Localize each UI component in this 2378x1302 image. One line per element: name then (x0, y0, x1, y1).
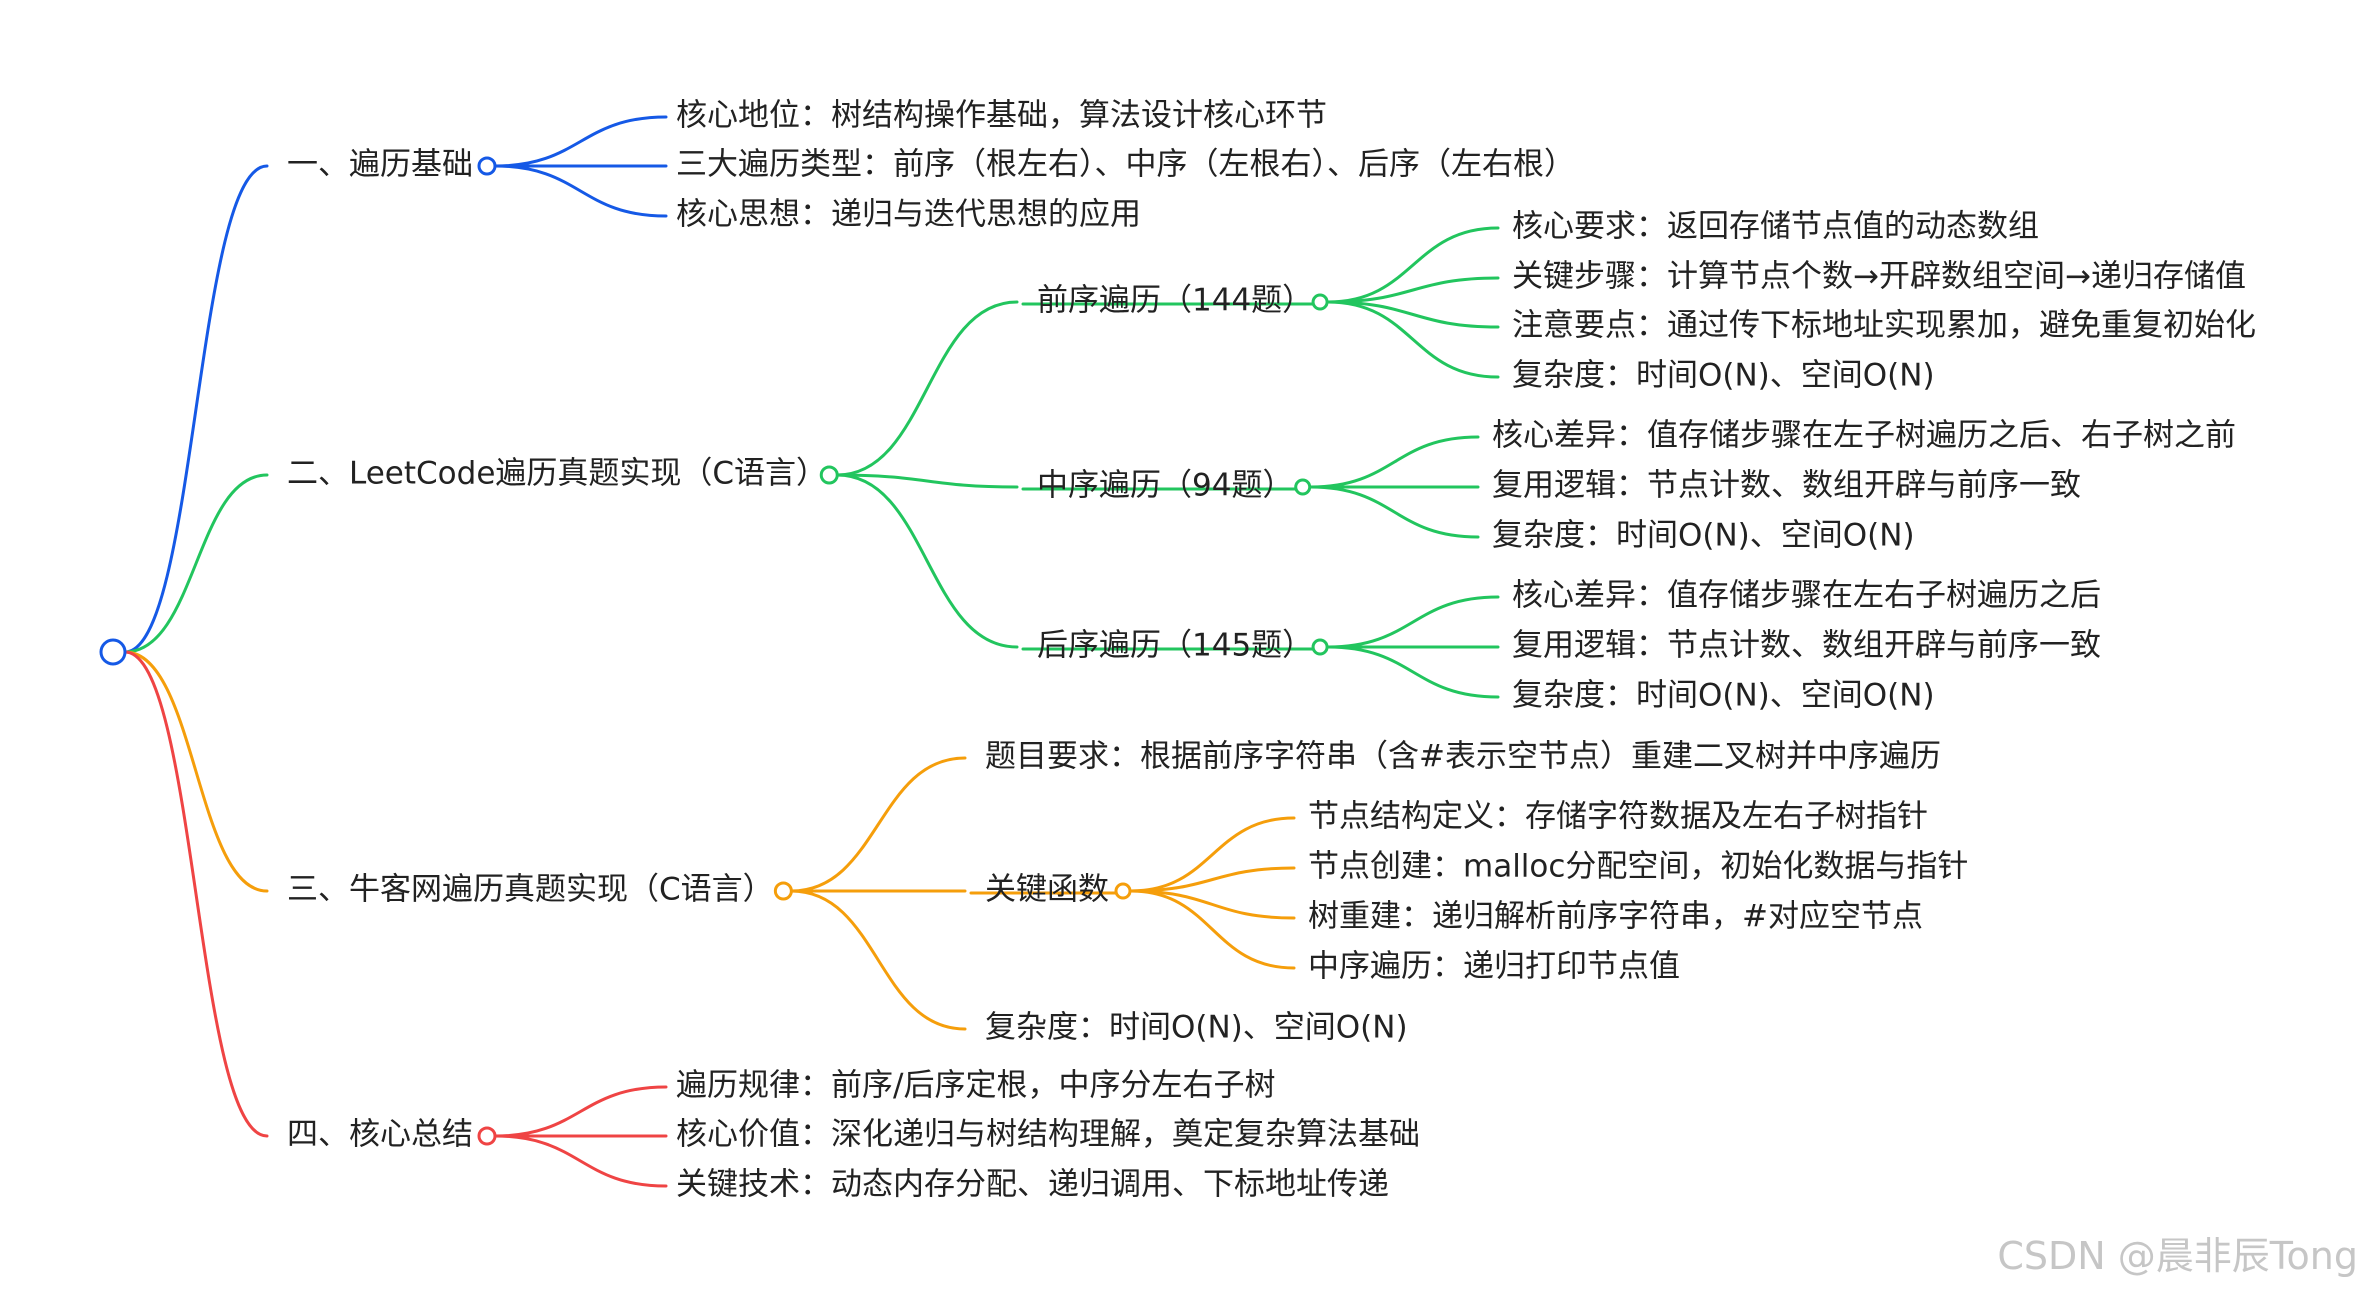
branch-2-sub-1-leaf-2: 关键步骤：计算节点个数→开辟数组空间→递归存储值 (1512, 259, 2246, 295)
branch-3-sub-2-leaf-3: 树重建：递归解析前序字符串，#对应空节点 (1308, 899, 1923, 935)
branch-4-node[interactable] (477, 1126, 497, 1146)
branch-2-label: 二、LeetCode遍历真题实现（C语言） (287, 456, 827, 492)
edge-root-branch-2 (123, 473, 269, 654)
edge-branch-2-sub-1-leaf-4 (1326, 300, 1500, 379)
branch-1-leaf-1: 核心地位：树结构操作基础，算法设计核心环节 (676, 98, 1327, 134)
branch-3-sub-3-label: 复杂度：时间O(N)、空间O(N) (985, 1010, 1408, 1046)
edge-root-branch-1 (123, 164, 269, 654)
branch-2-sub-1-leaf-3: 注意要点：通过传下标地址实现累加，避免重复初始化 (1512, 308, 2256, 344)
edge-branch-3-sub-2-leaf-1 (1129, 816, 1296, 893)
branch-2-sub-1-node[interactable] (1311, 293, 1329, 311)
branch-2-sub-3-leaf-1: 核心差异：值存储步骤在左右子树遍历之后 (1512, 578, 2101, 614)
edge-branch-2-sub-2 (835, 473, 1019, 489)
edge-branch-2-sub-3-leaf-3 (1326, 645, 1500, 699)
branch-2-sub-2-leaf-3: 复杂度：时间O(N)、空间O(N) (1492, 518, 1915, 554)
edge-branch-2-sub-1 (835, 300, 1019, 477)
branch-2-sub-3-leaf-2: 复用逻辑：节点计数、数组开辟与前序一致 (1512, 628, 2101, 664)
branch-3-sub-2-leaf-2: 节点创建：malloc分配空间，初始化数据与指针 (1308, 849, 1968, 885)
branch-4-leaf-3: 关键技术：动态内存分配、递归调用、下标地址传递 (676, 1167, 1389, 1203)
edge-branch-2-sub-3-leaf-1 (1326, 595, 1500, 649)
branch-4-label: 四、核心总结 (287, 1117, 473, 1153)
mindmap-circles (99, 156, 1329, 1146)
branch-2-sub-3-node[interactable] (1311, 638, 1329, 656)
branch-3-sub-1-label: 题目要求：根据前序字符串（含#表示空节点）重建二叉树并中序遍历 (985, 739, 1941, 775)
edge-branch-2-sub-2-leaf-3 (1309, 485, 1480, 539)
edge-branch-3-sub-2-leaf-4 (1129, 889, 1296, 970)
edge-branch-3-sub-1 (789, 756, 967, 893)
branch-3-label: 三、牛客网遍历真题实现（C语言） (287, 872, 774, 908)
edge-branch-2-sub-1-leaf-1 (1326, 226, 1500, 304)
edge-branch-1-leaf-3 (493, 164, 668, 218)
edge-branch-2-sub-3 (835, 473, 1019, 649)
branch-2-sub-1-leaf-4: 复杂度：时间O(N)、空间O(N) (1512, 358, 1935, 394)
branch-3-sub-2-leaf-1: 节点结构定义：存储字符数据及左右子树指针 (1308, 799, 1928, 835)
edge-branch-4-leaf-1 (493, 1085, 668, 1138)
branch-2-sub-1-leaf-1: 核心要求：返回存储节点值的动态数组 (1512, 209, 2039, 245)
edge-branch-2-sub-1-leaf-3 (1326, 300, 1500, 329)
mindmap-edges (123, 115, 1500, 1188)
branch-1-label: 一、遍历基础 (287, 147, 473, 183)
root-node[interactable] (99, 638, 127, 666)
branch-3-sub-2-node[interactable] (1114, 882, 1132, 900)
edge-branch-2-sub-2-leaf-1 (1309, 435, 1480, 489)
edge-root-branch-3 (123, 650, 269, 893)
edge-branch-3-sub-2-leaf-3 (1129, 889, 1296, 920)
branch-2-sub-2-leaf-1: 核心差异：值存储步骤在左子树遍历之后、右子树之前 (1492, 418, 2236, 454)
edge-branch-1-leaf-1 (493, 115, 668, 168)
branch-3-sub-2-label: 关键函数 (985, 872, 1109, 908)
edge-branch-3-sub-3 (789, 889, 967, 1031)
branch-2-sub-3-leaf-3: 复杂度：时间O(N)、空间O(N) (1512, 678, 1935, 714)
branch-4-leaf-2: 核心价值：深化递归与树结构理解，奠定复杂算法基础 (676, 1117, 1420, 1153)
watermark: CSDN @晨非辰Tong (1997, 1234, 2358, 1278)
branch-3-node[interactable] (773, 881, 793, 901)
edge-root-branch-4 (123, 650, 269, 1138)
edge-branch-2-sub-1-leaf-2 (1326, 276, 1500, 304)
branch-2-sub-2-node[interactable] (1294, 478, 1312, 496)
branch-1-leaf-3: 核心思想：递归与迭代思想的应用 (676, 197, 1141, 233)
branch-2-sub-1-label: 前序遍历（144题） (1037, 283, 1313, 319)
edge-branch-4-leaf-3 (493, 1134, 668, 1188)
branch-2-node[interactable] (819, 465, 839, 485)
branch-4-leaf-1: 遍历规律：前序/后序定根，中序分左右子树 (676, 1068, 1275, 1104)
branch-1-node[interactable] (477, 156, 497, 176)
edge-branch-3-sub-2-leaf-2 (1129, 866, 1296, 893)
branch-1-leaf-2: 三大遍历类型：前序（根左右）、中序（左根右）、后序（左右根） (676, 147, 1575, 183)
mindmap-labels: 一、遍历基础 核心地位：树结构操作基础，算法设计核心环节三大遍历类型：前序（根左右… (287, 98, 2256, 1203)
branch-2-sub-2-label: 中序遍历（94题） (1037, 468, 1293, 504)
branch-2-sub-3-label: 后序遍历（145题） (1037, 628, 1313, 664)
branch-3-sub-2-leaf-4: 中序遍历：递归打印节点值 (1308, 949, 1680, 985)
branch-2-sub-2-leaf-2: 复用逻辑：节点计数、数组开辟与前序一致 (1492, 468, 2081, 504)
